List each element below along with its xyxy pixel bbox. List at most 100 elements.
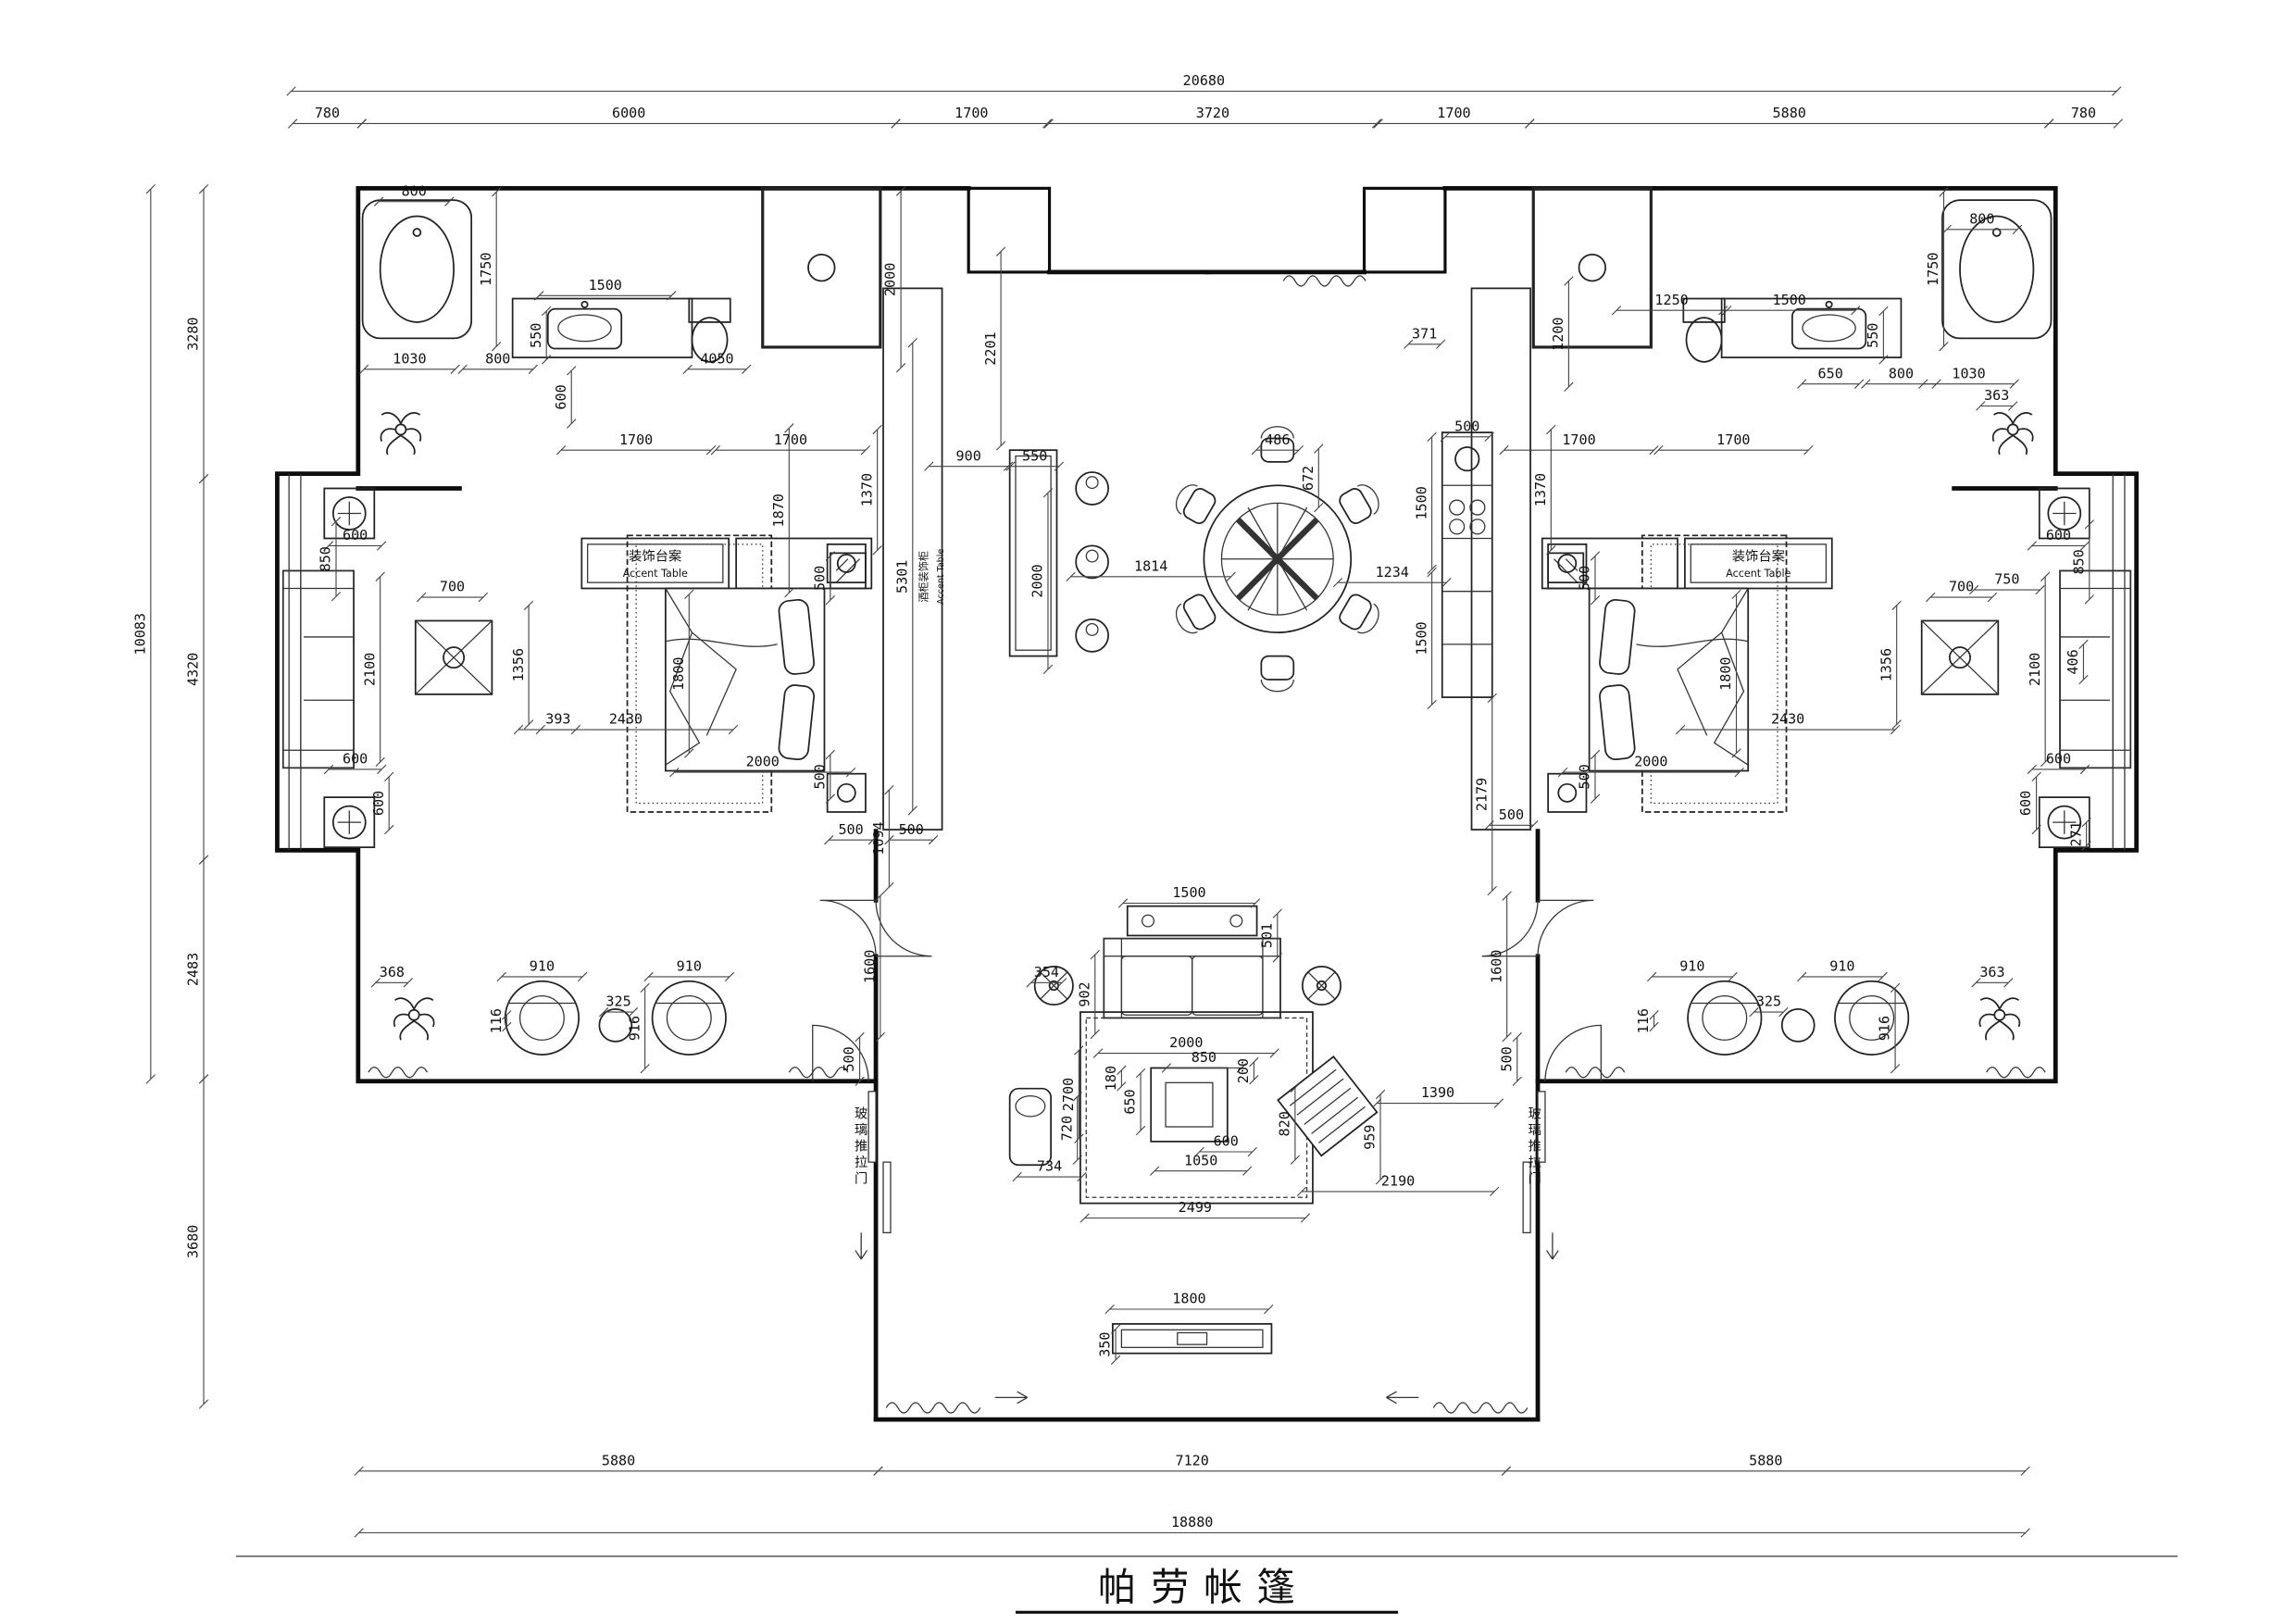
text-label: Accent Table bbox=[623, 568, 688, 580]
dimension: 2190 bbox=[1296, 1173, 1500, 1197]
dining-chair bbox=[1339, 484, 1379, 524]
dimension: 600 bbox=[553, 366, 577, 429]
svg-text:1700: 1700 bbox=[1716, 431, 1750, 448]
dimension: 325 bbox=[598, 993, 639, 1018]
sofa-arm bbox=[282, 749, 355, 768]
dimension: 368 bbox=[370, 964, 414, 988]
curtain-icon bbox=[368, 1067, 429, 1079]
dimension: 820 bbox=[1277, 1082, 1301, 1165]
dimension: 2700 bbox=[1060, 1045, 1084, 1143]
dimension: 500 bbox=[884, 821, 939, 845]
floor-lamp bbox=[1033, 965, 1074, 1006]
sliding-door-leaf[interactable] bbox=[882, 1161, 892, 1234]
svg-text:1600: 1600 bbox=[1488, 950, 1504, 983]
stool bbox=[1075, 471, 1109, 506]
dimension: 720 bbox=[1058, 1092, 1082, 1165]
dimension: 600 bbox=[2017, 771, 2041, 835]
tub-chair-cushion bbox=[666, 994, 712, 1041]
dimension: 20680 bbox=[286, 72, 2122, 96]
svg-text:780: 780 bbox=[2071, 105, 2096, 121]
svg-text:500: 500 bbox=[838, 821, 863, 838]
text-label: 玻璃推拉门 bbox=[855, 1106, 867, 1186]
dimension: 1500 bbox=[1413, 567, 1437, 710]
svg-text:1094: 1094 bbox=[870, 821, 887, 855]
dimension: 371 bbox=[1404, 325, 1446, 349]
svg-text:363: 363 bbox=[1984, 387, 2009, 404]
terrace-door[interactable] bbox=[812, 1024, 869, 1081]
dimension: 910 bbox=[1646, 958, 1738, 982]
swing-door[interactable] bbox=[875, 900, 932, 957]
svg-text:2499: 2499 bbox=[1179, 1199, 1212, 1216]
toilet-tank bbox=[688, 297, 731, 323]
svg-text:1030: 1030 bbox=[1952, 365, 1985, 381]
dimension: 910 bbox=[1797, 958, 1888, 982]
dimension: 2100 bbox=[361, 571, 385, 768]
nightstand bbox=[826, 543, 867, 584]
console-handle bbox=[1177, 1331, 1208, 1345]
svg-text:550: 550 bbox=[1022, 447, 1047, 464]
svg-text:393: 393 bbox=[545, 711, 570, 728]
dimension: 1700 bbox=[891, 105, 1053, 129]
dimension: 1200 bbox=[1550, 276, 1574, 393]
dimension: 180 bbox=[1103, 1065, 1127, 1092]
dimension: 18880 bbox=[354, 1514, 2030, 1538]
sofa-table bbox=[1126, 905, 1258, 937]
svg-text:700: 700 bbox=[440, 579, 465, 595]
svg-text:500: 500 bbox=[841, 1046, 857, 1071]
svg-text:1200: 1200 bbox=[1550, 317, 1566, 350]
dimension: 363 bbox=[1971, 964, 2014, 988]
sink bbox=[546, 307, 623, 350]
dimension: 4050 bbox=[682, 350, 752, 374]
svg-text:600: 600 bbox=[2017, 791, 2034, 816]
svg-text:1500: 1500 bbox=[589, 277, 622, 294]
dimension: 500 bbox=[811, 551, 835, 606]
svg-text:910: 910 bbox=[530, 958, 555, 975]
swing-door[interactable] bbox=[819, 899, 877, 956]
dimension: 600 bbox=[2027, 751, 2090, 775]
lamp-x-icon bbox=[1307, 971, 1336, 1000]
duvet-edge bbox=[665, 638, 778, 647]
dimension: 350 bbox=[1097, 1324, 1121, 1365]
svg-text:600: 600 bbox=[343, 751, 368, 768]
dimension: 2499 bbox=[1079, 1199, 1311, 1223]
svg-text:1500: 1500 bbox=[1413, 486, 1429, 519]
dimension: 600 bbox=[2027, 527, 2090, 551]
dimension: 1370 bbox=[858, 424, 882, 556]
svg-text:780: 780 bbox=[315, 105, 340, 121]
svg-text:2430: 2430 bbox=[1771, 711, 1804, 728]
svg-text:1870: 1870 bbox=[770, 493, 787, 527]
bar-unit bbox=[1441, 431, 1493, 698]
dimension: 600 bbox=[370, 771, 394, 835]
drawing-title: 帕劳帐篷 bbox=[1098, 1566, 1310, 1610]
dimension: 1700 bbox=[1499, 431, 1659, 456]
dimension: 1750 bbox=[478, 187, 502, 352]
svg-text:850: 850 bbox=[2070, 549, 2087, 574]
dimension: 2100 bbox=[2027, 571, 2051, 768]
stool bbox=[1075, 618, 1109, 653]
svg-text:1356: 1356 bbox=[510, 648, 527, 681]
plant-icon bbox=[393, 997, 435, 1042]
svg-text:1500: 1500 bbox=[1413, 621, 1429, 655]
dimension: 1814 bbox=[1066, 557, 1236, 581]
dimension: 6000 bbox=[356, 105, 901, 129]
dimension: 1370 bbox=[1532, 424, 1556, 556]
faucet-icon bbox=[580, 300, 589, 308]
bar-sink bbox=[1454, 446, 1480, 472]
lamp-icon bbox=[836, 782, 856, 803]
floor-lamp bbox=[1301, 965, 1342, 1006]
dimension: 271 bbox=[2067, 817, 2091, 851]
svg-text:672: 672 bbox=[1300, 466, 1316, 491]
svg-text:20680: 20680 bbox=[1183, 72, 1225, 89]
sofa-back bbox=[1103, 937, 1281, 957]
arrow-icon bbox=[994, 1391, 1419, 1405]
svg-text:1814: 1814 bbox=[1134, 557, 1167, 574]
dimension: 550 bbox=[1865, 306, 1889, 365]
svg-text:1800: 1800 bbox=[1172, 1291, 1205, 1307]
dimension: 700 bbox=[1926, 579, 1998, 603]
svg-text:600: 600 bbox=[343, 527, 368, 543]
dimension: 2000 bbox=[882, 186, 906, 373]
sliding-door-leaf[interactable] bbox=[867, 1091, 877, 1163]
decor-center-icon bbox=[443, 646, 466, 669]
dimension: 500 bbox=[1577, 551, 1601, 606]
wine-console bbox=[1008, 449, 1058, 657]
